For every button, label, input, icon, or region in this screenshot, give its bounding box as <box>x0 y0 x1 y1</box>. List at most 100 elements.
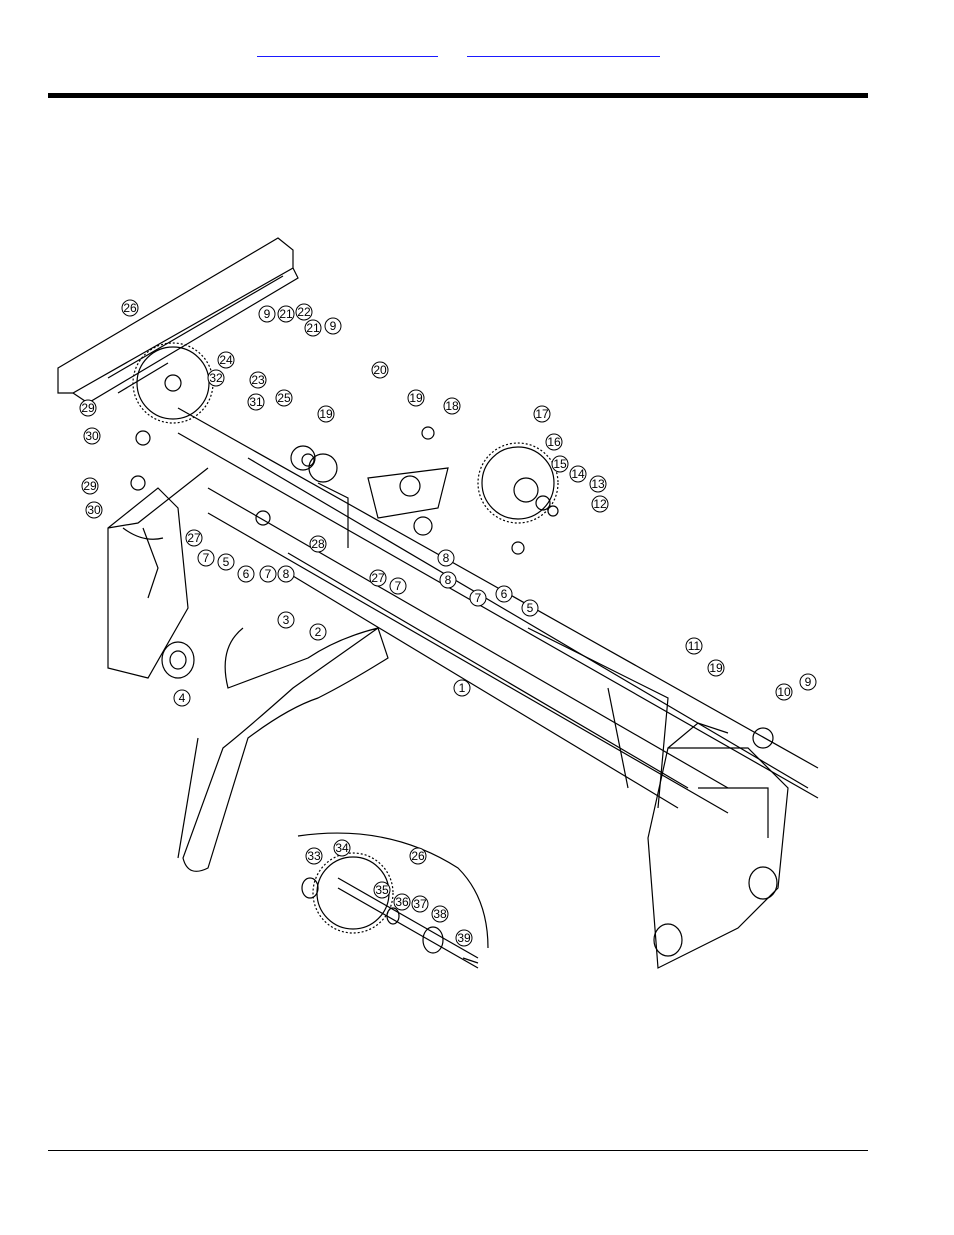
svg-text:34: 34 <box>335 841 349 855</box>
svg-text:2: 2 <box>315 625 322 639</box>
svg-text:39: 39 <box>457 931 471 945</box>
header-link-right[interactable] <box>467 42 660 57</box>
callout-9: 9 <box>324 317 342 335</box>
callout-38: 38 <box>431 905 449 923</box>
drive-chain <box>177 627 389 872</box>
svg-text:7: 7 <box>203 551 210 565</box>
svg-text:36: 36 <box>395 895 409 909</box>
svg-text:7: 7 <box>395 579 402 593</box>
callout-36: 36 <box>393 893 411 911</box>
callout-6: 6 <box>495 585 513 603</box>
callout-7: 7 <box>259 565 277 583</box>
callout-13: 13 <box>589 475 607 493</box>
callout-24: 24 <box>217 351 235 369</box>
svg-text:6: 6 <box>243 567 250 581</box>
callout-34: 34 <box>333 839 351 857</box>
callout-5: 5 <box>217 553 235 571</box>
svg-text:19: 19 <box>409 391 423 405</box>
main-beam <box>177 407 819 814</box>
svg-text:3: 3 <box>283 613 290 627</box>
svg-text:35: 35 <box>375 883 389 897</box>
svg-text:5: 5 <box>527 601 534 615</box>
svg-text:11: 11 <box>688 639 701 653</box>
sprocket-26 <box>132 342 214 424</box>
svg-text:9: 9 <box>264 307 271 321</box>
svg-text:18: 18 <box>445 399 459 413</box>
callout-32: 32 <box>207 369 225 387</box>
callout-12: 12 <box>591 495 609 513</box>
callout-3: 3 <box>277 611 295 629</box>
svg-text:22: 22 <box>297 305 311 319</box>
header-link-left[interactable] <box>257 42 438 57</box>
svg-text:10: 10 <box>777 685 791 699</box>
callout-27: 27 <box>369 569 387 587</box>
callout-8: 8 <box>277 565 295 583</box>
callout-25: 25 <box>275 389 293 407</box>
callout-33: 33 <box>305 847 323 865</box>
left-frame <box>57 237 299 404</box>
callout-37: 37 <box>411 895 429 913</box>
svg-text:29: 29 <box>83 479 97 493</box>
svg-text:21: 21 <box>306 321 320 335</box>
svg-text:26: 26 <box>123 301 137 315</box>
callout-7: 7 <box>389 577 407 595</box>
svg-text:1: 1 <box>459 681 466 695</box>
callout-5: 5 <box>521 599 539 617</box>
svg-text:31: 31 <box>249 395 263 409</box>
callout-1: 1 <box>453 679 471 697</box>
callout-31: 31 <box>247 393 265 411</box>
top-rule <box>48 93 868 98</box>
callout-22: 22 <box>295 303 313 321</box>
callout-26: 26 <box>121 299 139 317</box>
svg-text:27: 27 <box>371 571 385 585</box>
callout-35: 35 <box>373 881 391 899</box>
callout-15: 15 <box>551 455 569 473</box>
callout-17: 17 <box>533 405 551 423</box>
svg-text:9: 9 <box>330 319 337 333</box>
callout-29: 29 <box>81 477 99 495</box>
callout-19: 19 <box>317 405 335 423</box>
svg-text:7: 7 <box>265 567 272 581</box>
svg-text:12: 12 <box>593 497 607 511</box>
svg-text:37: 37 <box>413 897 427 911</box>
callout-20: 20 <box>371 361 389 379</box>
svg-text:13: 13 <box>591 477 605 491</box>
callout-27: 27 <box>185 529 203 547</box>
axle-parts <box>130 426 774 749</box>
callout-29: 29 <box>79 399 97 417</box>
svg-text:14: 14 <box>571 467 585 481</box>
svg-text:19: 19 <box>319 407 333 421</box>
callout-23: 23 <box>249 371 267 389</box>
callout-11: 11 <box>685 637 703 655</box>
callout-2: 2 <box>309 623 327 641</box>
svg-text:38: 38 <box>433 907 447 921</box>
svg-text:27: 27 <box>187 531 201 545</box>
callout-28: 28 <box>309 535 327 553</box>
right-hitch <box>647 722 789 969</box>
svg-text:30: 30 <box>85 429 99 443</box>
callout-8: 8 <box>437 549 455 567</box>
svg-text:21: 21 <box>279 307 293 321</box>
callout-9: 9 <box>258 305 276 323</box>
svg-text:15: 15 <box>553 457 567 471</box>
left-hitch <box>107 467 209 679</box>
svg-text:30: 30 <box>87 503 101 517</box>
svg-text:8: 8 <box>283 567 290 581</box>
svg-text:5: 5 <box>223 555 230 569</box>
callout-19: 19 <box>707 659 725 677</box>
callout-18: 18 <box>443 397 461 415</box>
inset-detail <box>297 832 489 969</box>
callout-9: 9 <box>799 673 817 691</box>
svg-text:6: 6 <box>501 587 508 601</box>
callout-19: 19 <box>407 389 425 407</box>
svg-text:16: 16 <box>547 435 561 449</box>
svg-text:28: 28 <box>311 537 325 551</box>
svg-text:32: 32 <box>209 371 223 385</box>
callout-7: 7 <box>469 589 487 607</box>
callout-21: 21 <box>277 305 295 323</box>
callout-30: 30 <box>85 501 103 519</box>
svg-text:17: 17 <box>535 407 549 421</box>
callout-7: 7 <box>197 549 215 567</box>
